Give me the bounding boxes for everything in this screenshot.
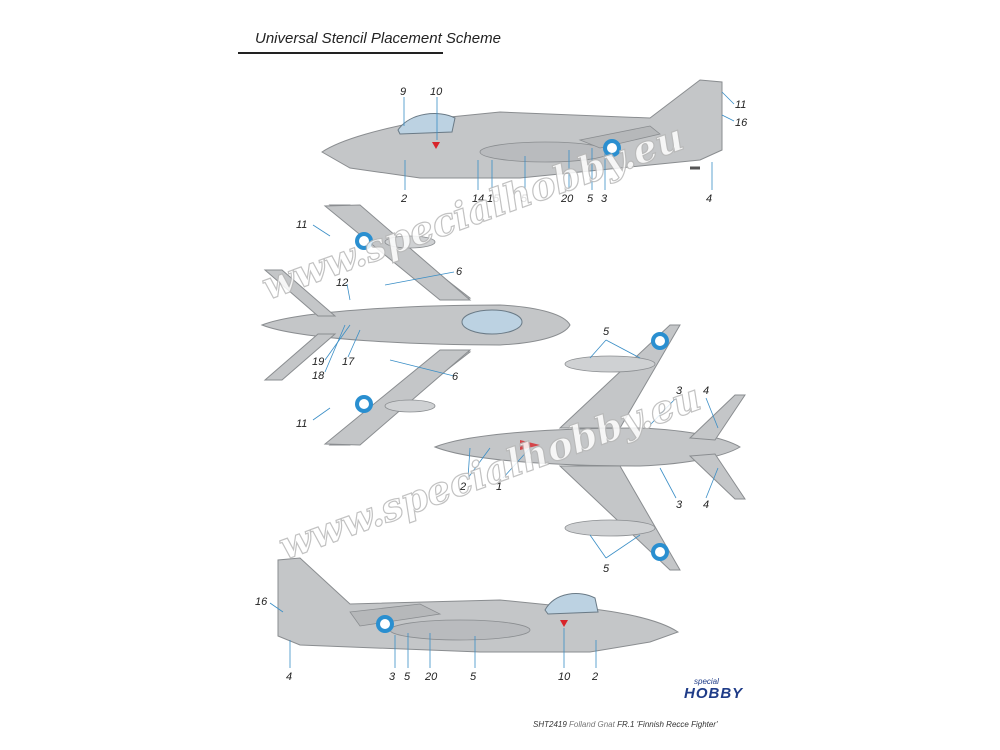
callout: 3 xyxy=(601,193,608,205)
page-title: Universal Stencil Placement Scheme xyxy=(255,30,501,47)
callout: 16 xyxy=(255,596,268,608)
callout: 17 xyxy=(342,356,355,368)
callout: 11 xyxy=(296,418,307,430)
callout: 1 xyxy=(496,481,502,493)
callout: 3 xyxy=(389,671,396,683)
leader-lines-upper-plan xyxy=(312,224,455,421)
callouts-lower-plan: 5 3 4 2 1 3 4 5 xyxy=(459,326,709,575)
callout: 5 xyxy=(404,671,411,683)
callout: 12 xyxy=(336,277,348,289)
callout: 4 xyxy=(703,499,709,511)
brand-logo: special HOBBY xyxy=(682,677,742,703)
callout: 2 xyxy=(459,481,466,493)
leader-lines-bottom xyxy=(269,602,597,668)
callouts-top-view: 9 10 11 16 2 14 15 5 20 5 3 4 xyxy=(400,86,748,205)
callout: 18 xyxy=(312,370,325,382)
callout: 3 xyxy=(676,385,683,397)
callout: 5 xyxy=(603,326,610,338)
callouts-bottom-view: 16 4 3 5 20 5 10 2 xyxy=(255,596,598,683)
callout: 20 xyxy=(560,193,574,205)
callout: 6 xyxy=(456,266,463,278)
callout: 20 xyxy=(424,671,438,683)
brand-logo-small: special xyxy=(694,677,719,686)
callout: 19 xyxy=(312,356,324,368)
callout: 5 xyxy=(603,563,610,575)
footer-variant: FR.1 'Finnish Recce Fighter' xyxy=(617,720,718,729)
callout: 3 xyxy=(676,499,683,511)
footer-caption: SHT2419 Folland Gnat FR.1 'Finnish Recce… xyxy=(533,720,718,729)
callouts-upper-plan: 11 6 12 19 17 18 6 11 xyxy=(296,219,463,430)
callout: 16 xyxy=(735,117,748,129)
callout: 10 xyxy=(558,671,571,683)
callout: 2 xyxy=(591,671,598,683)
callout: 9 xyxy=(400,86,406,98)
aircraft-plan-view-upper xyxy=(260,204,571,446)
callout: 11 xyxy=(296,219,307,231)
callout: 2 xyxy=(400,193,407,205)
callout: 14 xyxy=(472,193,484,205)
callout: 5 xyxy=(587,193,594,205)
footer-code: SHT2419 xyxy=(533,720,567,729)
callout: 5 xyxy=(470,671,477,683)
aircraft-side-view-right xyxy=(277,557,680,653)
callout: 4 xyxy=(286,671,292,683)
brand-logo-big: HOBBY xyxy=(684,685,744,702)
callout: 10 xyxy=(430,86,443,98)
footer-model: Folland Gnat xyxy=(569,720,615,729)
callout: 4 xyxy=(703,385,709,397)
aircraft-side-view-left xyxy=(321,79,723,179)
callout: 5 xyxy=(521,193,528,205)
leader-lines-top xyxy=(403,91,735,190)
leader-lines-lower-plan xyxy=(467,339,719,559)
callout: 6 xyxy=(452,371,459,383)
callout: 15 xyxy=(487,193,500,205)
title-underline xyxy=(238,52,443,54)
aircraft-plan-view-lower xyxy=(433,324,746,571)
callout: 11 xyxy=(735,99,746,111)
callout: 4 xyxy=(706,193,712,205)
